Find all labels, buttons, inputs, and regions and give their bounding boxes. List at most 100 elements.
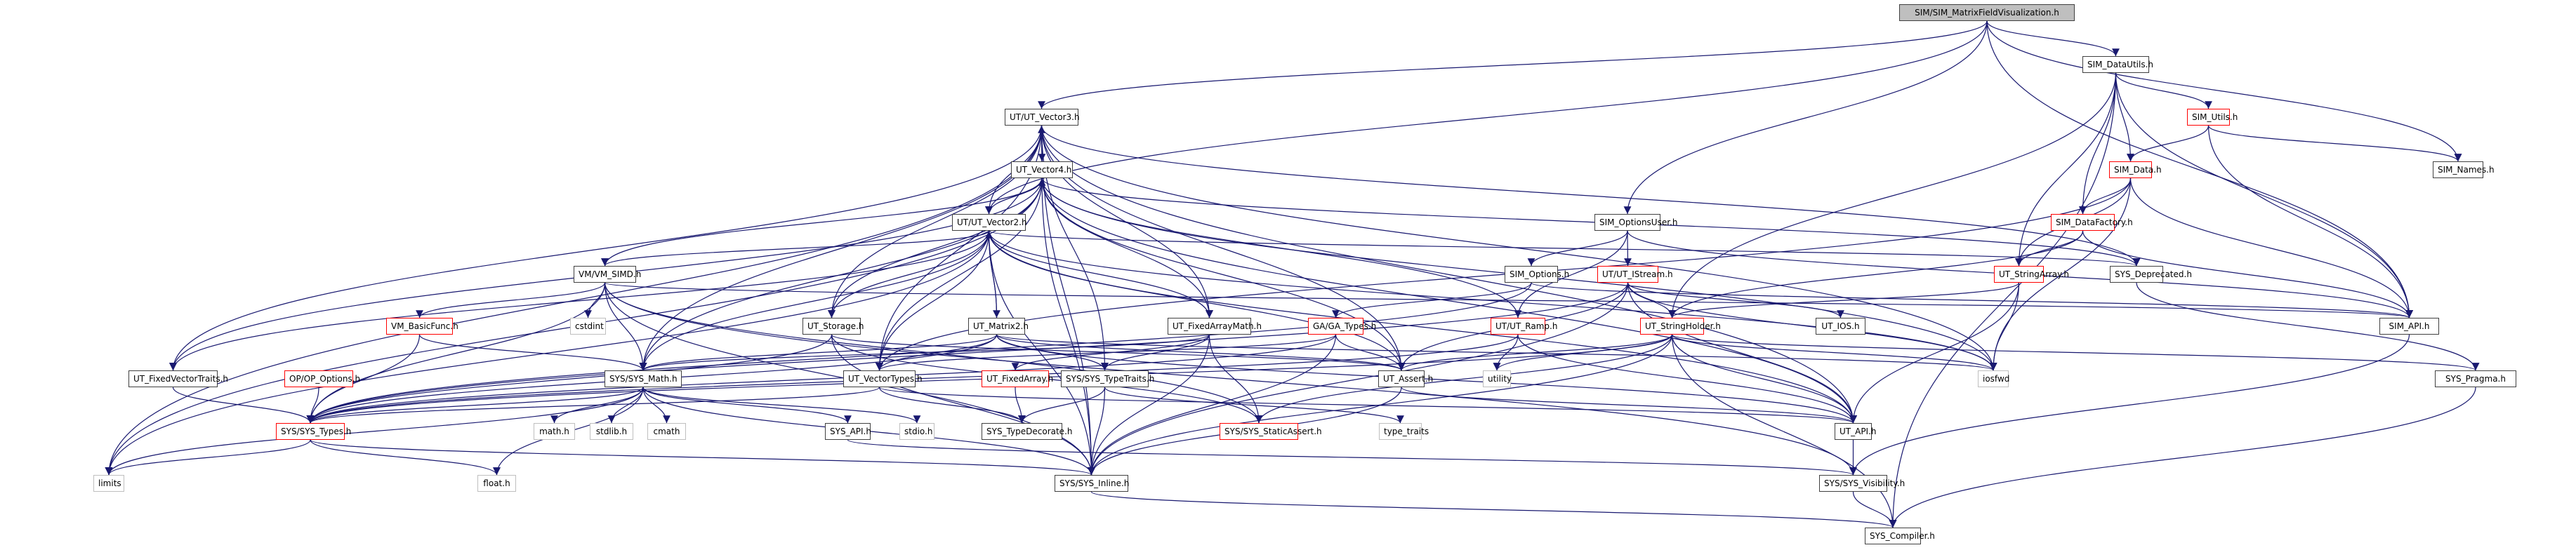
edge-vm_simd-to-sys_visibility: [604, 282, 1857, 476]
node-ut-api[interactable]: UT_API.h: [1835, 423, 1877, 440]
edge-ut_vector2-to-ut_storage: [828, 230, 990, 318]
node-ut-vectortypes[interactable]: UT_VectorTypes.h: [843, 370, 923, 387]
node-sys-pragma[interactable]: SYS_Pragma.h: [2435, 370, 2516, 387]
edge-vm_simd-to-cstdint: [584, 282, 606, 318]
edge-root-to-sim_names: [1986, 20, 2462, 162]
edge-ut_stringholder-to-ut_api: [1671, 334, 1857, 424]
edge-sys_visibility-to-sys_compiler: [1852, 491, 1897, 528]
node-sim-options[interactable]: SIM_Options.h: [1505, 266, 1569, 283]
edge-ut_stringholder-to-ut_assert: [1397, 334, 1673, 371]
edge-sys_api-to-sys_visibility: [847, 439, 1857, 476]
edge-ut_stringarray-to-ut_api: [1849, 282, 2020, 424]
node-ut-assert[interactable]: UT_Assert.h: [1378, 370, 1433, 387]
node-sys-staticassert[interactable]: SYS/SYS_StaticAssert.h: [1220, 423, 1322, 440]
edge-sim_datautils-to-ut_stringarray: [2015, 72, 2117, 267]
edge-ut_vector4-to-sys_inline: [1041, 177, 1095, 476]
edge-ut_vector2-to-limits: [105, 230, 990, 476]
edge-ut_vectortypes-to-sys_typedecorate: [878, 387, 1026, 424]
edge-sim_data-to-sim_api: [2129, 177, 2413, 318]
edge-sys_types-to-limits: [105, 439, 311, 476]
edge-sim_datautils-to-sim_utils: [2115, 72, 2212, 109]
node-sys-math[interactable]: SYS/SYS_Math.h: [605, 370, 682, 387]
node-ut-fixedarraymath[interactable]: UT_FixedArrayMath.h: [1168, 318, 1262, 335]
edge-sim_datautils-to-sys_compiler: [1889, 72, 2117, 528]
edge-ut_vector4-to-ut_storage: [828, 177, 1043, 318]
node-ut-fixedarray[interactable]: UT_FixedArray.h: [982, 370, 1053, 387]
node-sim-datautils[interactable]: SIM_DataUtils.h: [2082, 56, 2153, 73]
node-ga-types[interactable]: GA/GA_Types.h: [1308, 318, 1376, 335]
edge-sys_pragma-to-sys_compiler: [1889, 387, 2476, 528]
node-ut-vector3[interactable]: UT/UT_Vector3.h: [1005, 109, 1080, 126]
node-sim-api[interactable]: SIM_API.h: [2379, 318, 2439, 335]
node-ut-stringarray[interactable]: UT_StringArray.h: [1994, 266, 2069, 283]
node-sim-utils[interactable]: SIM_Utils.h: [2187, 109, 2238, 126]
edge-ut_istream-to-sys_types: [306, 282, 1629, 424]
node-type-traits[interactable]: type_traits: [1379, 423, 1429, 440]
edge-ut_vector4-to-sys_math: [639, 177, 1043, 371]
node-ut-stringholder[interactable]: UT_StringHolder.h: [1640, 318, 1721, 335]
node-sys-typedecorate[interactable]: SYS_TypeDecorate.h: [982, 423, 1072, 440]
edge-ut_stringholder-to-sys_pragma: [1671, 334, 2479, 371]
edge-ut_vector2-to-ut_assert: [988, 230, 1406, 371]
node-sys-types[interactable]: SYS/SYS_Types.h: [276, 423, 351, 440]
edge-ut_vector4-to-ut_vector3: [1038, 125, 1045, 162]
node-stdlib-h[interactable]: stdlib.h: [590, 423, 633, 440]
edge-ut_assert-to-ut_api: [1401, 387, 1857, 424]
edge-sys_deprecated-to-sys_pragma: [2136, 282, 2480, 371]
node-sys-inline[interactable]: SYS/SYS_Inline.h: [1055, 475, 1129, 492]
node-vm-simd[interactable]: VM/VM_SIMD.h: [574, 266, 641, 283]
node-sys-api[interactable]: SYS_API.h: [825, 423, 871, 440]
node-math-h[interactable]: math.h: [534, 423, 575, 440]
node-sim-matrixfieldvisualization[interactable]: SIM/SIM_MatrixFieldVisualization.h: [1899, 4, 2075, 21]
edge-ut_matrix2-to-ut_assert: [996, 334, 1406, 371]
node-vm-basicfunc[interactable]: VM_BasicFunc.h: [386, 318, 458, 335]
node-ut-matrix2[interactable]: UT_Matrix2.h: [968, 318, 1029, 335]
edge-ut_vector4-to-ut_assert: [1041, 177, 1406, 371]
edge-sim_utils-to-sim_names: [2207, 125, 2462, 162]
node-sim-names[interactable]: SIM_Names.h: [2433, 161, 2495, 178]
node-limits[interactable]: limits: [93, 475, 124, 492]
edge-sys_typetraits-to-type_traits: [1104, 387, 1404, 424]
node-ut-vector4[interactable]: UT_Vector4.h: [1011, 161, 1073, 178]
edge-ut_vector4-to-ut_vector2: [985, 177, 1043, 215]
edge-ut_matrix2-to-sys_typetraits: [996, 334, 1109, 371]
edge-ut_vector4-to-sys_deprecated: [1041, 177, 2141, 267]
edge-ut_vector3-to-sys_deprecated: [1041, 125, 2141, 267]
edge-ut_ramp-to-ut_api: [1517, 334, 1857, 424]
node-ut-storage[interactable]: UT_Storage.h: [802, 318, 864, 335]
node-float-h[interactable]: float.h: [477, 475, 516, 492]
node-ut-ios[interactable]: UT_IOS.h: [1816, 318, 1865, 335]
edge-vm_basicfunc-to-sys_math: [418, 334, 647, 371]
node-ut-fixedvectortraits[interactable]: UT_FixedVectorTraits.h: [128, 370, 228, 387]
edge-ut_matrix2-to-sys_math: [639, 334, 998, 371]
node-sim-data[interactable]: SIM_Data.h: [2109, 161, 2162, 178]
edge-ut_vector3-to-ut_fixedvectortraits: [169, 125, 1043, 371]
node-cstdint[interactable]: cstdint: [570, 318, 606, 335]
node-sim-optionsuser[interactable]: SIM_OptionsUser.h: [1594, 214, 1677, 231]
edge-ut_vector2-to-ut_fixedvectortraits: [169, 230, 990, 371]
node-iosfwd[interactable]: iosfwd: [1978, 370, 2009, 387]
node-stdio-h[interactable]: stdio.h: [899, 423, 934, 440]
edge-sim_utils-to-sim_data: [2127, 125, 2210, 162]
edge-sys_typetraits-to-sys_typedecorate: [1018, 387, 1106, 424]
node-cmath[interactable]: cmath: [647, 423, 686, 440]
edge-sim_datafactory-to-ut_stringarray: [2015, 230, 2084, 267]
edge-sim_datafactory-to-sim_api: [2082, 230, 2413, 318]
node-sys-deprecated[interactable]: SYS_Deprecated.h: [2110, 266, 2192, 283]
edge-root-to-ut_vector2: [985, 20, 1988, 215]
node-ut-vector2[interactable]: UT/UT_Vector2.h: [952, 214, 1027, 231]
edge-sim_datautils-to-sim_datafactory: [2079, 72, 2117, 215]
node-utility[interactable]: utility: [1483, 370, 1512, 387]
node-sys-visibility[interactable]: SYS/SYS_Visibility.h: [1819, 475, 1905, 492]
edge-ut_matrix2-to-iosfwd: [996, 334, 1997, 371]
edge-vm_simd-to-vm_basicfunc: [416, 282, 606, 318]
node-sim-datafactory[interactable]: SIM_DataFactory.h: [2051, 214, 2133, 231]
node-sys-typetraits[interactable]: SYS/SYS_TypeTraits.h: [1061, 370, 1154, 387]
node-op-options[interactable]: OP/OP_Options.h: [284, 370, 360, 387]
node-sys-compiler[interactable]: SYS_Compiler.h: [1865, 528, 1935, 544]
node-ut-ramp[interactable]: UT/UT_Ramp.h: [1491, 318, 1557, 335]
node-ut-istream[interactable]: UT/UT_IStream.h: [1597, 266, 1673, 283]
edge-vm_simd-to-sys_math: [604, 282, 647, 371]
